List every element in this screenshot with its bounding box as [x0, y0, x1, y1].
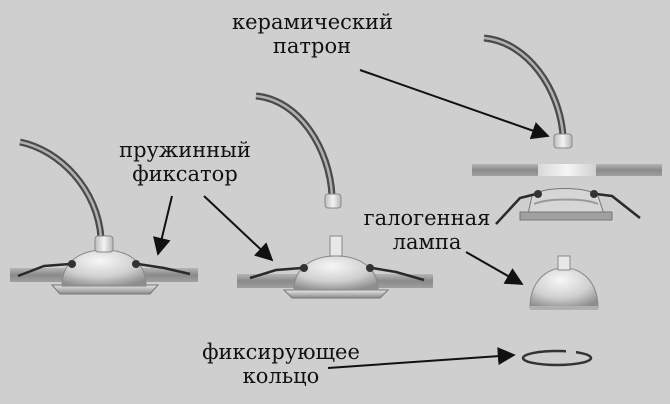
socket-right: [553, 133, 573, 149]
label-ceramic-socket: керамический патрон: [232, 10, 394, 58]
label-halogen-lamp-line2: лампа: [392, 230, 462, 254]
arrow-retaining-ring: [327, 347, 516, 369]
socket-middle: [324, 193, 342, 209]
arrow-halogen-lamp: [465, 251, 524, 285]
wire-left: [19, 138, 105, 239]
spring-clip-left-b: [137, 262, 191, 276]
panel-right-hole: [538, 164, 596, 176]
label-halogen-lamp-line1: галогенная: [363, 206, 491, 230]
label-retaining-ring-line1: фиксирующее: [202, 340, 360, 364]
panel-right-left: [472, 164, 538, 176]
arrow-spring-clip-left: [153, 195, 173, 256]
retaining-ring: [521, 349, 593, 367]
label-ceramic-socket-line2: патрон: [272, 34, 352, 58]
label-spring-clip-line2: фиксатор: [132, 162, 238, 186]
spring-clip-right-a: [495, 192, 537, 225]
label-halogen-lamp: галогенная лампа: [362, 206, 492, 254]
spring-clip-right-b: [595, 192, 641, 219]
arrow-ceramic-socket: [359, 69, 550, 140]
arrows: [153, 69, 550, 369]
lamp-pins-right: [557, 255, 571, 271]
spring-clip-left-a: [17, 262, 71, 278]
spring-clip-middle-b: [371, 266, 425, 282]
spring-clip-middle-a: [249, 266, 303, 280]
assembly-right: [472, 34, 662, 367]
label-spring-clip: пружинный фиксатор: [110, 138, 260, 186]
lamp-pins-middle: [329, 235, 343, 257]
wire-right: [483, 34, 567, 137]
dome-middle: [293, 255, 379, 291]
label-ceramic-socket-line1: керамический: [232, 10, 394, 34]
assembly-left: [10, 138, 198, 295]
label-spring-clip-line1: пружинный: [119, 138, 251, 162]
assembly-middle: [237, 92, 433, 299]
socket-left: [94, 235, 114, 253]
rim-middle: [282, 289, 390, 299]
halogen-lamp: [529, 267, 599, 309]
panel-right-right: [596, 164, 662, 176]
label-retaining-ring: фиксирующее кольцо: [196, 340, 366, 388]
label-retaining-ring-line2: кольцо: [242, 364, 320, 388]
arrow-spring-clip-middle: [203, 195, 274, 262]
dome-left: [61, 249, 147, 287]
